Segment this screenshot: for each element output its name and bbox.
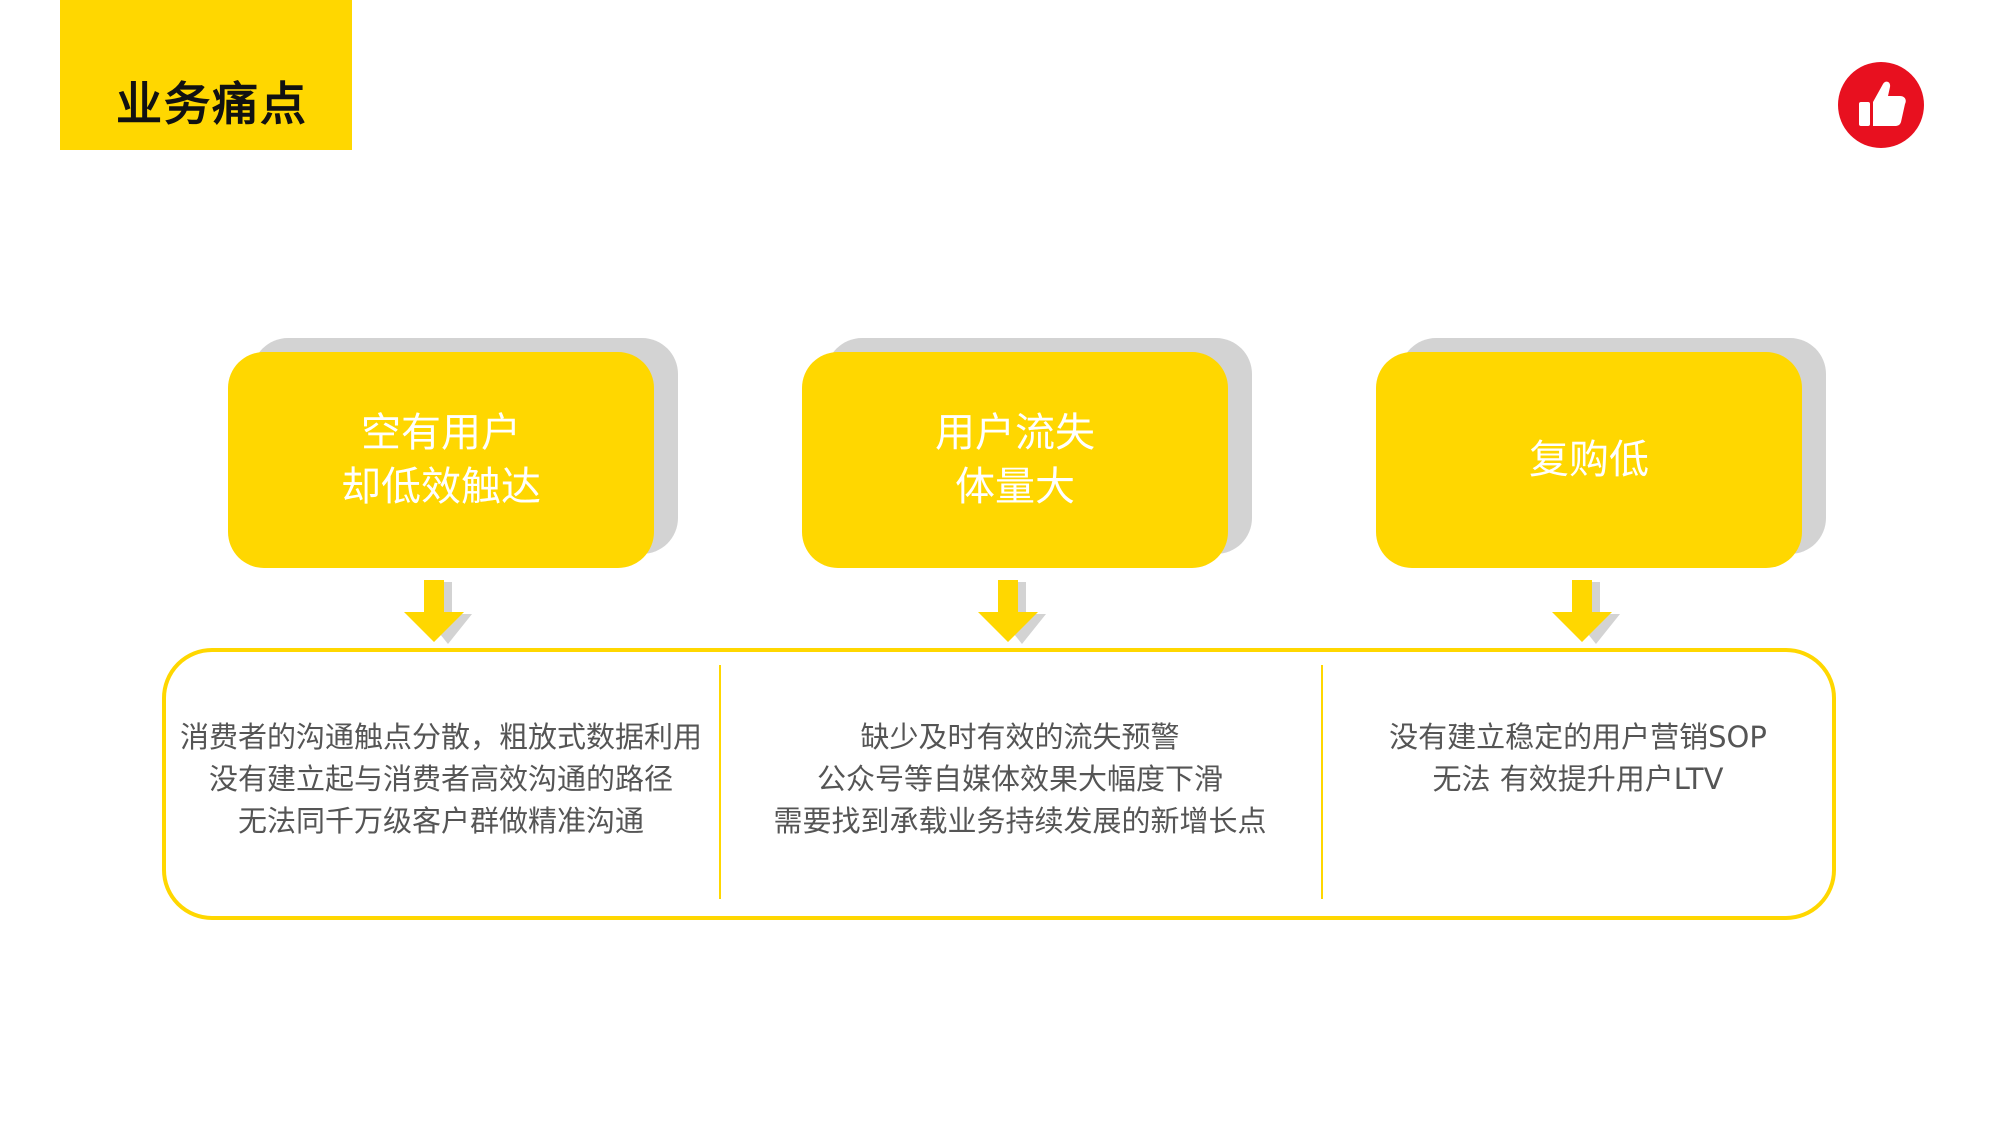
card-title-line1: 复购低 xyxy=(1529,437,1649,483)
detail-line: 公众号等自媒体效果大幅度下滑 xyxy=(816,762,1223,796)
card-face: 复购低 xyxy=(1376,352,1802,568)
card-title-line2: 体量大 xyxy=(955,464,1075,510)
column-divider xyxy=(719,665,721,899)
pain-point-card-2: 用户流失 体量大 xyxy=(802,338,1252,568)
card-title-line1: 空有用户 xyxy=(361,410,521,456)
detail-line: 需要找到承载业务持续发展的新增长点 xyxy=(773,804,1267,838)
thumbs-up-icon xyxy=(1838,62,1924,148)
arrow-down-icon xyxy=(404,580,472,644)
detail-column-3: 没有建立稳定的用户营销SOP 无法 有效提升用户LTV xyxy=(1324,716,1832,800)
detail-line: 无法同千万级客户群做精准沟通 xyxy=(237,804,644,838)
card-face: 用户流失 体量大 xyxy=(802,352,1228,568)
detail-line: 消费者的沟通触点分散，粗放式数据利用 xyxy=(179,720,702,754)
card-face: 空有用户 却低效触达 xyxy=(228,352,654,568)
detail-line: 没有建立起与消费者高效沟通的路径 xyxy=(208,762,673,796)
arrow-down-icon xyxy=(978,580,1046,644)
card-title-line2: 却低效触达 xyxy=(341,464,541,510)
detail-line: 没有建立稳定的用户营销SOP xyxy=(1389,720,1767,754)
pain-point-card-3: 复购低 xyxy=(1376,338,1826,568)
card-title-line1: 用户流失 xyxy=(935,410,1095,456)
detail-column-2: 缺少及时有效的流失预警 公众号等自媒体效果大幅度下滑 需要找到承载业务持续发展的… xyxy=(722,716,1318,842)
arrow-down-icon xyxy=(1552,580,1620,644)
column-divider xyxy=(1321,665,1323,899)
pain-point-card-1: 空有用户 却低效触达 xyxy=(228,338,678,568)
details-panel xyxy=(162,648,1836,920)
detail-line: 缺少及时有效的流失预警 xyxy=(860,720,1180,754)
detail-line: 无法 有效提升用户LTV xyxy=(1432,762,1724,796)
page-title: 业务痛点 xyxy=(116,77,308,131)
title-banner: 业务痛点 xyxy=(60,0,352,150)
detail-column-1: 消费者的沟通触点分散，粗放式数据利用 没有建立起与消费者高效沟通的路径 无法同千… xyxy=(166,716,716,842)
